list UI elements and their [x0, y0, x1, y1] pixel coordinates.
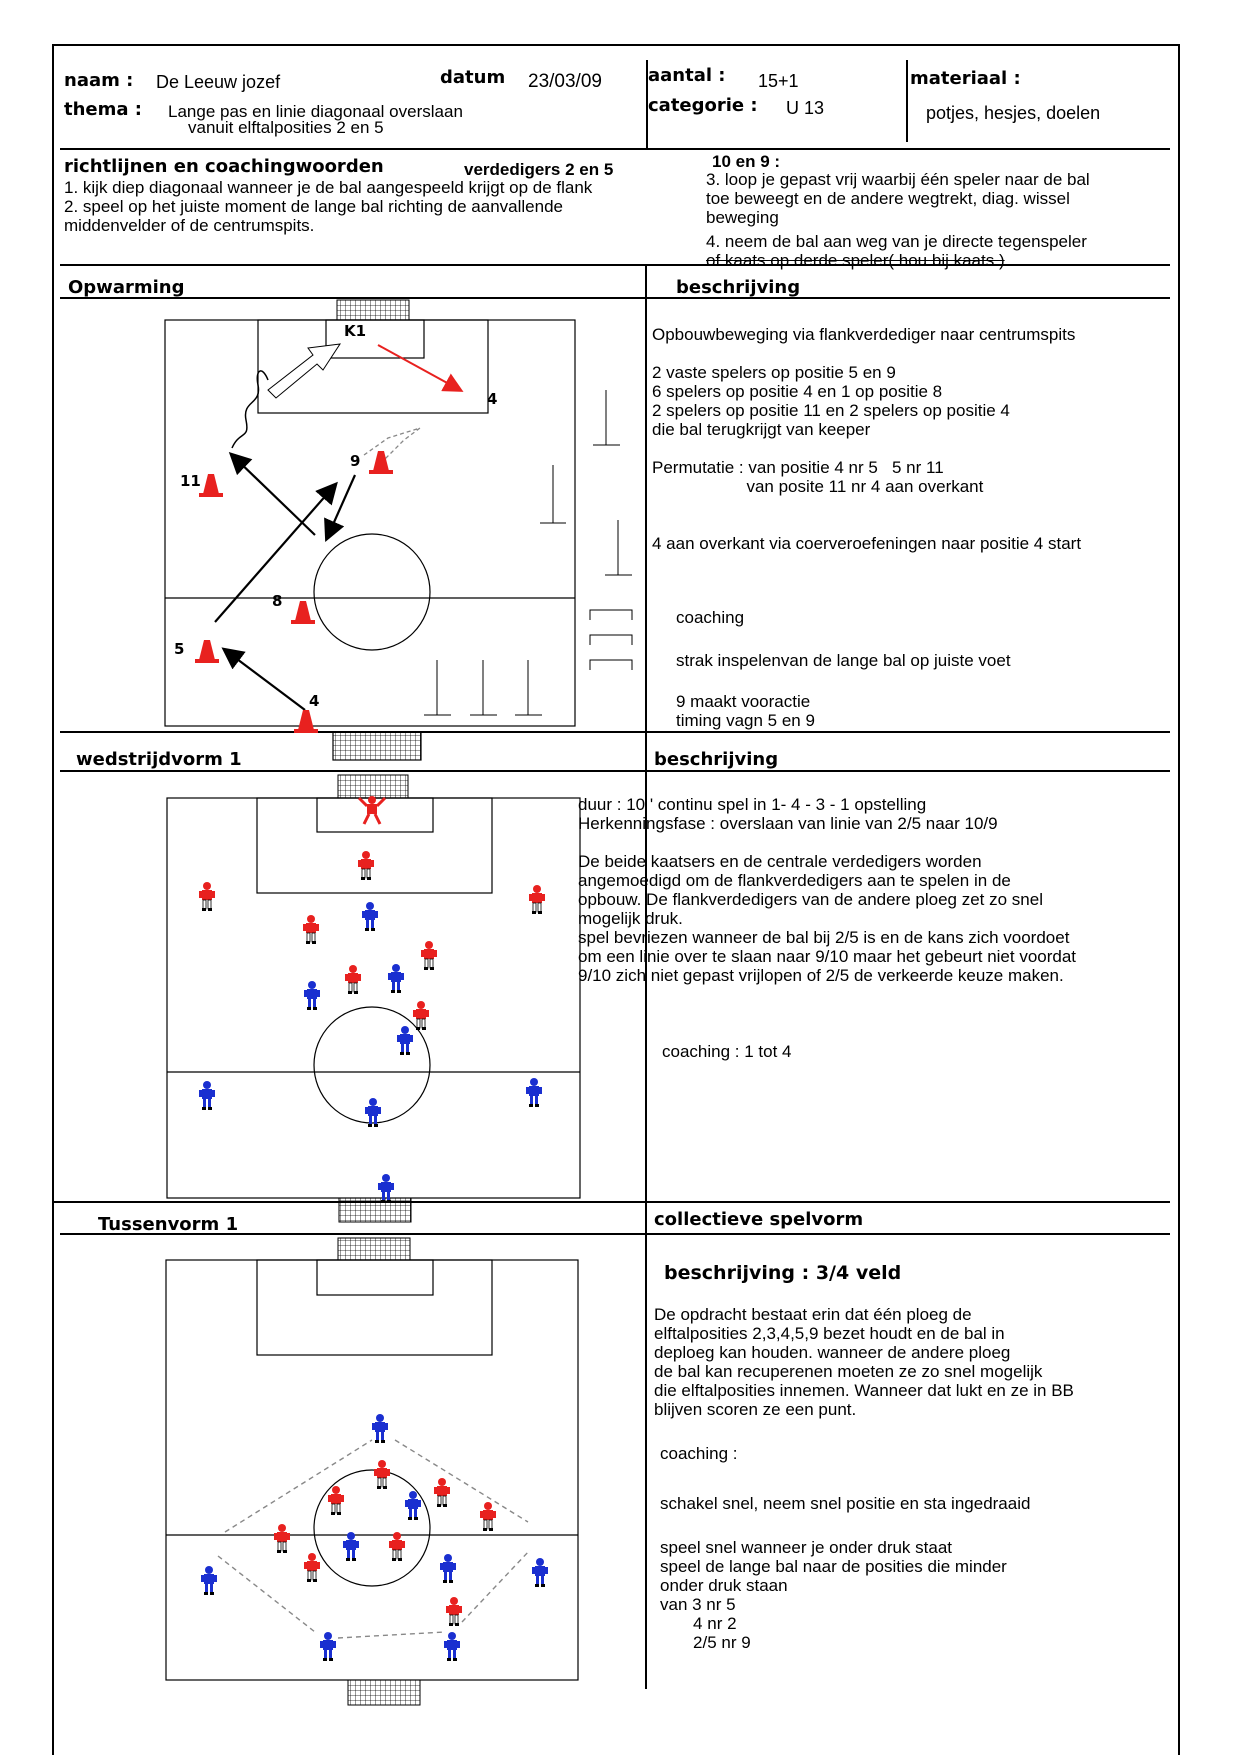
section3-title: Tussenvorm 1: [98, 1214, 239, 1235]
guidelines-line2: 2. speel op het juiste moment de lange b…: [64, 197, 564, 216]
section1-coaching-label: coaching: [676, 608, 745, 627]
diagram1-label-k1: K1: [344, 322, 367, 340]
section1-desc-title: beschrijving: [676, 277, 801, 298]
section3-subtitle: beschrijving : 3/4 veld: [664, 1262, 902, 1284]
diagram1-label-4-bottom: 4: [309, 692, 320, 710]
section2-header-line: [60, 770, 1170, 772]
frame-left-border: [52, 44, 54, 1755]
guidelines-line8: of kaats op derde speler( hou bij kaats …: [706, 251, 1005, 270]
header-divider-1: [646, 60, 648, 150]
section2-description: duur : 10 ' continu spel in 1- 4 - 3 - 1…: [578, 795, 1077, 985]
section2-title: wedstrijdvorm 1: [76, 749, 242, 770]
section3-coaching-2: speel snel wanneer je onder druk staat s…: [660, 1538, 1007, 1652]
aantal-value: 15+1: [758, 71, 799, 91]
aantal-label: aantal :: [648, 65, 726, 86]
header-separator: [60, 148, 1170, 150]
datum-label: datum: [440, 67, 506, 88]
section1-title: Opwarming: [68, 277, 185, 298]
section3-coaching-1: schakel snel, neem snel positie en sta i…: [660, 1494, 1031, 1513]
diagram1-label-8: 8: [272, 592, 283, 610]
diagram1-label-11: 11: [180, 472, 201, 490]
section2-coaching: coaching : 1 tot 4: [662, 1042, 792, 1061]
guidelines-title: richtlijnen en coachingwoorden: [64, 156, 384, 177]
naam-value: De Leeuw jozef: [156, 72, 281, 92]
guidelines-line4: 3. loop je gepast vrij waarbij één spele…: [706, 170, 1090, 189]
diagram1-label-5: 5: [174, 640, 185, 658]
header-divider-2: [906, 60, 908, 142]
section1-coaching-1: strak inspelenvan de lange bal op juiste…: [676, 651, 1011, 670]
guidelines-line7: 4. neem de bal aan weg van je directe te…: [706, 232, 1087, 251]
datum-value: 23/03/09: [528, 71, 602, 92]
section3-header-line: [60, 1233, 1170, 1235]
section1-column-divider: [645, 266, 647, 731]
guidelines-attackers-label: 10 en 9 :: [712, 152, 781, 171]
section2-top-line: [60, 731, 1170, 733]
section2-desc-title: beschrijving: [654, 749, 779, 770]
guidelines-line1: 1. kijk diep diagonaal wanneer je de bal…: [64, 178, 593, 197]
diagram1-label-9: 9: [350, 452, 361, 470]
materiaal-value: potjes, hesjes, doelen: [926, 103, 1101, 123]
section3-column-divider: [645, 1201, 647, 1689]
thema-line1: Lange pas en linie diagonaal overslaan: [168, 102, 463, 121]
categorie-value: U 13: [786, 98, 825, 118]
section1-header-line: [60, 297, 1170, 299]
section3-desc-title: collectieve spelvorm: [654, 1209, 864, 1230]
section1-description: Opbouwbeweging via flankverdediger naar …: [652, 325, 1082, 553]
frame-right-border: [1178, 44, 1180, 1755]
guidelines-separator: [60, 264, 1170, 266]
section3-coaching-label: coaching :: [660, 1444, 738, 1463]
section2-column-divider: [645, 731, 647, 1201]
guidelines-defenders-label: verdedigers 2 en 5: [464, 160, 614, 179]
naam-label: naam :: [64, 70, 134, 91]
diagram1-label-4-top: 4: [487, 390, 498, 408]
section1-coaching-2: 9 maakt vooractie timing vagn 5 en 9: [676, 692, 815, 730]
thema-line2: vanuit elftalposities 2 en 5: [188, 118, 384, 137]
thema-label: thema :: [64, 99, 142, 120]
section3-top-line: [52, 1201, 1170, 1203]
guidelines-line6: beweging: [706, 208, 779, 227]
materiaal-label: materiaal :: [910, 68, 1021, 89]
guidelines-line5: toe beweegt en de andere wegtrekt, diag.…: [706, 189, 1070, 208]
categorie-label: categorie :: [648, 95, 758, 116]
section3-description: De opdracht bestaat erin dat één ploeg d…: [654, 1305, 1074, 1419]
frame-top-border: [52, 44, 1180, 46]
guidelines-line3: middenvelder of de centrumspits.: [64, 216, 315, 235]
